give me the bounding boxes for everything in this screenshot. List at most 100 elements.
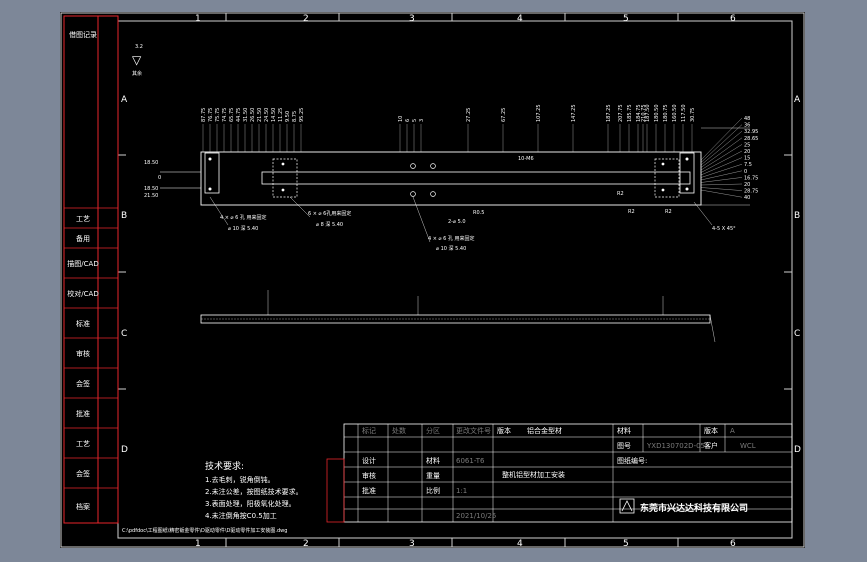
dimension-leader <box>700 117 743 161</box>
col-label: 2 <box>303 539 309 548</box>
top-dim: 44.75 <box>236 108 242 122</box>
roughness-icon: ▽ <box>132 53 142 67</box>
top-dim: 24.50 <box>264 108 270 122</box>
callout: ⌀ 10 深 5.40 <box>228 225 258 232</box>
right-dim: 7.5 <box>744 162 752 168</box>
dimension-leader <box>700 157 743 176</box>
callout: 4-5 X 45° <box>712 226 736 232</box>
sidebar-item-label: 备用 <box>76 235 90 243</box>
top-dim: 184.75 <box>636 105 642 123</box>
tb-label: 版本 <box>704 426 718 435</box>
dimension-leader <box>700 124 743 163</box>
callouts: 4 × ⌀ 6 孔 用来固定 ⌀ 10 深 5.40 6 × ⌀ 6孔用来固定 … <box>209 156 736 252</box>
row-label: D <box>794 445 801 455</box>
roughness-value: 3.2 <box>135 44 143 50</box>
right-dim: 0 <box>744 169 747 175</box>
drawing-canvas: 1 2 3 4 5 6 1 2 3 4 5 6 A <box>60 12 805 549</box>
row-labels: A B C D A B C D <box>118 95 801 455</box>
sidebar-item-label: 会签 <box>76 380 90 388</box>
col-label: 6 <box>730 14 736 24</box>
inner-frame <box>117 20 793 539</box>
right-dim: 36 <box>744 123 750 129</box>
callout: R2 <box>628 209 635 215</box>
dimension-leader <box>700 187 743 191</box>
top-dim: 187.25 <box>606 105 612 123</box>
top-dim: 21.50 <box>257 108 263 122</box>
top-dim: 160.50 <box>672 105 678 123</box>
note-line: 2.未注公差，按图纸技术要求。 <box>205 487 303 496</box>
top-dim: 107.25 <box>536 105 542 123</box>
sidebar-item-label: 描图/CAD <box>67 260 99 268</box>
part-side-view <box>200 290 716 343</box>
left-dimensions: 18.50 0 18.50 21.50 <box>144 160 161 199</box>
col-label: 4 <box>517 539 523 548</box>
top-dim: 65.75 <box>229 108 235 122</box>
tb-label: 客户 <box>704 441 718 450</box>
dimension-leader <box>700 137 743 168</box>
top-dim: 27.25 <box>466 108 472 122</box>
sidebar-item-label: 借图记录 <box>69 31 97 39</box>
top-dim: 5 <box>412 119 418 122</box>
sidebar-item-label: 校对/CAD <box>67 290 99 298</box>
right-dim: 16.75 <box>744 175 758 181</box>
col-label: 6 <box>730 539 736 548</box>
top-dim: 74.75 <box>222 108 228 122</box>
top-dim: 180.75 <box>663 105 669 123</box>
tb-label: 标记 <box>362 426 376 435</box>
dimension-leader <box>700 170 743 181</box>
sidebar-item-label: 标准 <box>76 320 90 328</box>
sidebar-item-label: 工艺 <box>76 440 90 448</box>
top-dim: 76.75 <box>208 108 214 122</box>
tb-label: 材料 <box>617 426 631 435</box>
row-label: B <box>794 211 800 221</box>
callout: ⌀ 10 深 5.40 <box>436 245 466 252</box>
callout: R2 <box>665 209 672 215</box>
callout: 4 × ⌀ 6 孔 用来固定 <box>220 214 267 221</box>
top-dim: 11.25 <box>278 108 284 122</box>
col-label: 5 <box>623 14 629 24</box>
tb-label: 分区 <box>426 426 440 435</box>
tb-label: 图号 <box>617 442 631 450</box>
sidebar-item-label: 会签 <box>76 470 90 478</box>
row-label: C <box>121 329 127 339</box>
note-line: 4.未注倒角按C0.5加工 <box>205 511 277 520</box>
tb-label: 设计 <box>362 456 376 465</box>
roughness-symbol: 3.2 ▽ 其余 <box>132 44 143 77</box>
callout: 10-M6 <box>518 156 534 162</box>
top-dim: 187.50 <box>645 105 651 123</box>
sidebar-item-label: 档案 <box>76 502 90 511</box>
col-label: 4 <box>517 14 523 24</box>
top-dim: 8.75 <box>292 111 298 122</box>
right-dim: 32.95 <box>744 129 758 135</box>
col-label: 5 <box>623 539 629 548</box>
top-dim: 117.50 <box>681 105 687 123</box>
right-dim: 28.65 <box>744 136 758 142</box>
tb-drawing-title: 整机铝型材加工安装 <box>502 470 565 479</box>
top-dim: 87.75 <box>201 108 207 122</box>
right-dim: 20 <box>744 149 750 155</box>
tb-label: 批准 <box>362 486 376 495</box>
top-dim: 75.75 <box>215 108 221 122</box>
tb-label: 图纸编号: <box>617 456 647 465</box>
callout: R2 <box>617 191 624 197</box>
col-label: 2 <box>303 14 309 24</box>
top-dim: 9.50 <box>285 111 291 122</box>
dimension-leader <box>700 177 743 183</box>
tb-value: A <box>730 427 735 435</box>
row-label: D <box>121 445 128 455</box>
callout: 2-⌀ 5.0 <box>448 219 466 225</box>
dimension-leader <box>700 164 743 178</box>
col-label: 1 <box>195 14 201 24</box>
row-label: A <box>794 95 801 105</box>
top-dim: 67.25 <box>501 108 507 122</box>
top-dim: 3 <box>419 119 425 122</box>
roughness-note: 其余 <box>132 70 142 77</box>
top-dim: 6 <box>405 119 411 122</box>
tb-label: 审核 <box>362 471 376 480</box>
top-dim: 95.25 <box>299 108 305 122</box>
sidebar-item-label: 审核 <box>76 350 90 358</box>
tb-label: 更改文件号 <box>456 426 491 435</box>
